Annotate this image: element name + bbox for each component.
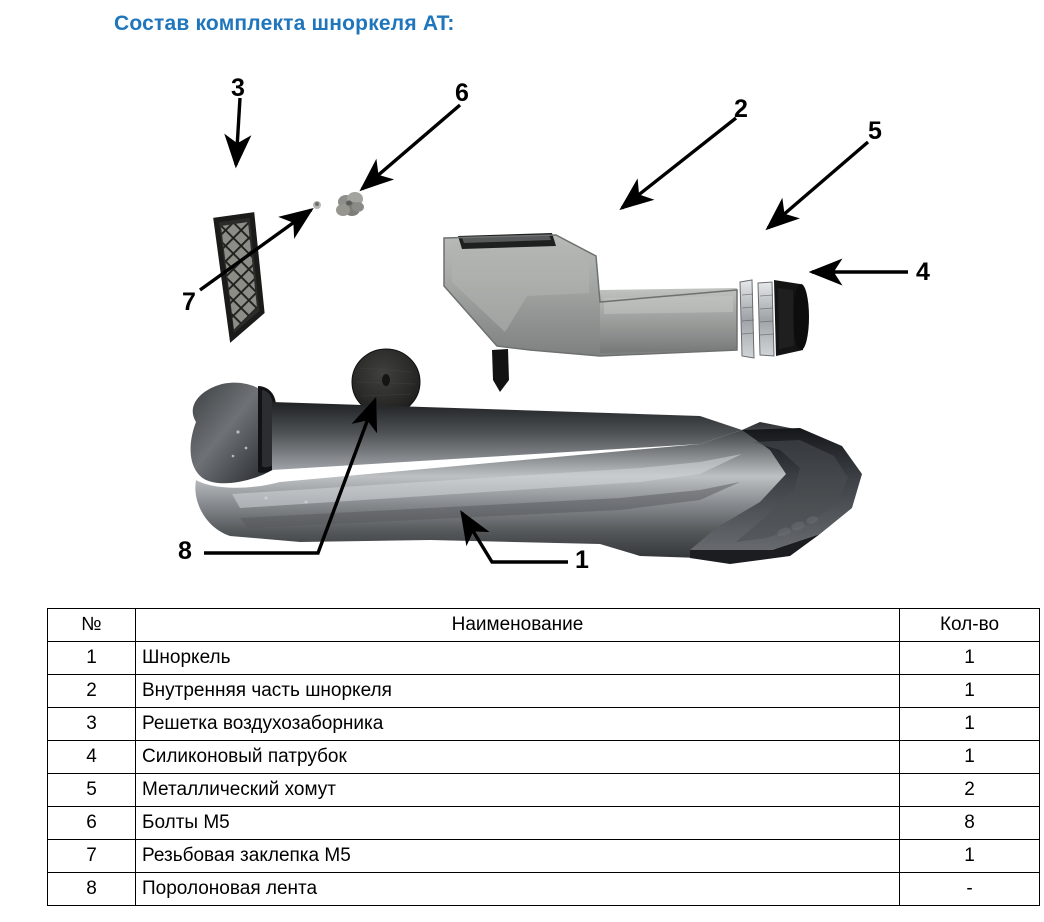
table-row: 8 Поролоновая лента -: [47, 872, 1040, 906]
page-title: Состав комплекта шноркеля AT:: [114, 12, 455, 35]
leader-line-2: [619, 116, 738, 211]
cell-number: 8: [47, 872, 136, 906]
cell-name: Шноркель: [135, 641, 900, 675]
part-silicone-pipe: [774, 280, 809, 356]
parts-table: № Наименование Кол-во 1 Шноркель 1 2 Вну…: [47, 608, 1040, 906]
cell-qty: 1: [899, 839, 1040, 873]
cell-name: Силиконовый патрубок: [135, 740, 900, 774]
cell-qty: -: [899, 872, 1040, 906]
cell-name: Решетка воздухозаборника: [135, 707, 900, 741]
table-header-row: № Наименование Кол-во: [47, 608, 1040, 642]
cell-name: Поролоновая лента: [135, 872, 900, 906]
cell-number: 2: [47, 674, 136, 708]
cell-qty: 2: [899, 773, 1040, 807]
cell-name: Болты М5: [135, 806, 900, 840]
part-bolts-m5: [336, 192, 364, 216]
leader-line-8: [204, 396, 378, 555]
callout-3: 3: [231, 74, 245, 102]
table-body: 1 Шноркель 1 2 Внутренняя часть шноркеля…: [47, 641, 1040, 906]
table-row: 7 Резьбовая заклепка М5 1: [47, 839, 1040, 873]
header-number: №: [47, 608, 136, 642]
table-row: 2 Внутренняя часть шноркеля 1: [47, 674, 1040, 708]
table-row: 3 Решетка воздухозаборника 1: [47, 707, 1040, 741]
callout-7: 7: [182, 288, 196, 316]
cell-qty: 1: [899, 641, 1040, 675]
cell-number: 5: [47, 773, 136, 807]
cell-qty: 1: [899, 674, 1040, 708]
part-inner-snorkel: [443, 233, 738, 392]
part-snorkel-body: [190, 382, 862, 564]
header-qty: Кол-во: [899, 608, 1040, 642]
parts-diagram: 3 6 2 5 4 7 8 1: [0, 50, 1044, 595]
cell-number: 4: [47, 740, 136, 774]
table-row: 5 Металлический хомут 2: [47, 773, 1040, 807]
callout-leader-lines: [199, 97, 908, 564]
cell-name: Металлический хомут: [135, 773, 900, 807]
callout-4: 4: [916, 258, 930, 286]
table-row: 6 Болты М5 8: [47, 806, 1040, 840]
cell-number: 1: [47, 641, 136, 675]
cell-qty: 8: [899, 806, 1040, 840]
part-metal-clamps: [739, 279, 775, 359]
callout-6: 6: [455, 79, 469, 107]
leader-line-1: [460, 510, 568, 564]
cell-qty: 1: [899, 740, 1040, 774]
callout-8: 8: [178, 537, 192, 565]
leader-line-3: [224, 97, 252, 169]
cell-name: Резьбовая заклепка М5: [135, 839, 900, 873]
callout-2: 2: [734, 95, 748, 123]
cell-qty: 1: [899, 707, 1040, 741]
cell-number: 7: [47, 839, 136, 873]
part-threaded-rivet: [313, 201, 321, 209]
leader-line-6: [359, 103, 462, 192]
table-row: 1 Шноркель 1: [47, 641, 1040, 675]
table-row: 4 Силиконовый патрубок 1: [47, 740, 1040, 774]
callout-5: 5: [868, 117, 882, 145]
callout-1: 1: [575, 546, 589, 574]
part-air-intake-grille: [213, 212, 265, 343]
header-name: Наименование: [135, 608, 900, 642]
cell-number: 6: [47, 806, 136, 840]
cell-number: 3: [47, 707, 136, 741]
cell-name: Внутренняя часть шноркеля: [135, 674, 900, 708]
leader-line-7: [199, 208, 314, 292]
leader-line-5: [765, 140, 870, 231]
